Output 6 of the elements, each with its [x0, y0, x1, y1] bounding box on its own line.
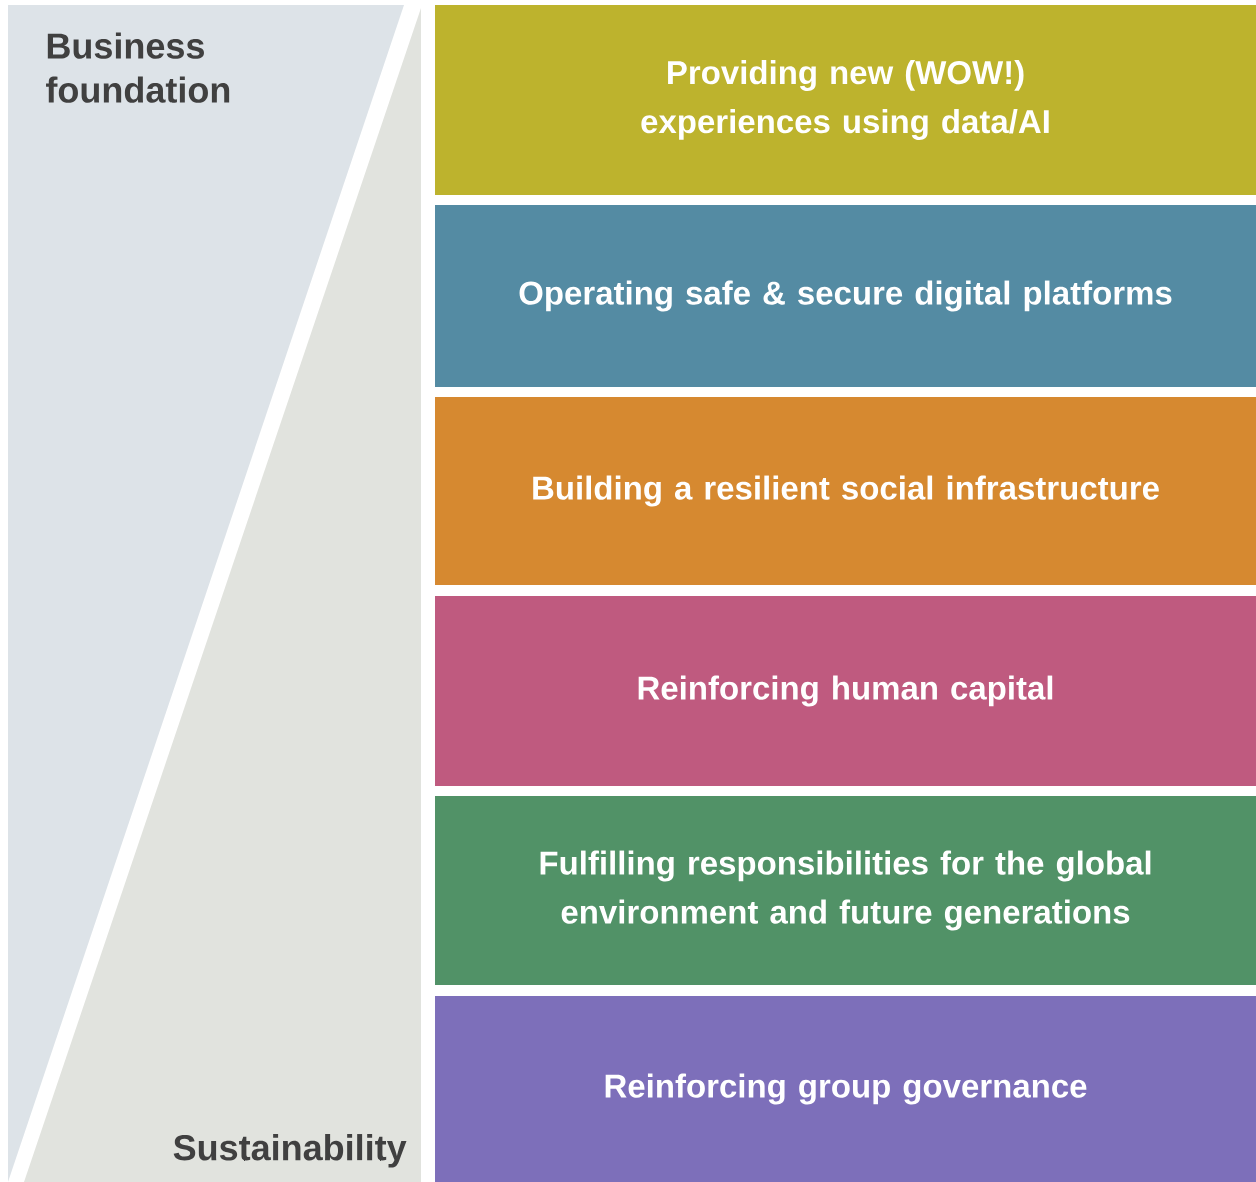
band: Fulfilling responsibilities for the global environment and future generations	[435, 796, 1256, 985]
band: Building a resilient social infrastructure	[435, 397, 1256, 585]
band: Providing new (WOW!) experiences using data/AI	[435, 5, 1256, 195]
band: Operating safe & secure digital platforms	[435, 205, 1256, 387]
band: Reinforcing human capital	[435, 596, 1256, 786]
band: Reinforcing group governance	[435, 996, 1256, 1182]
